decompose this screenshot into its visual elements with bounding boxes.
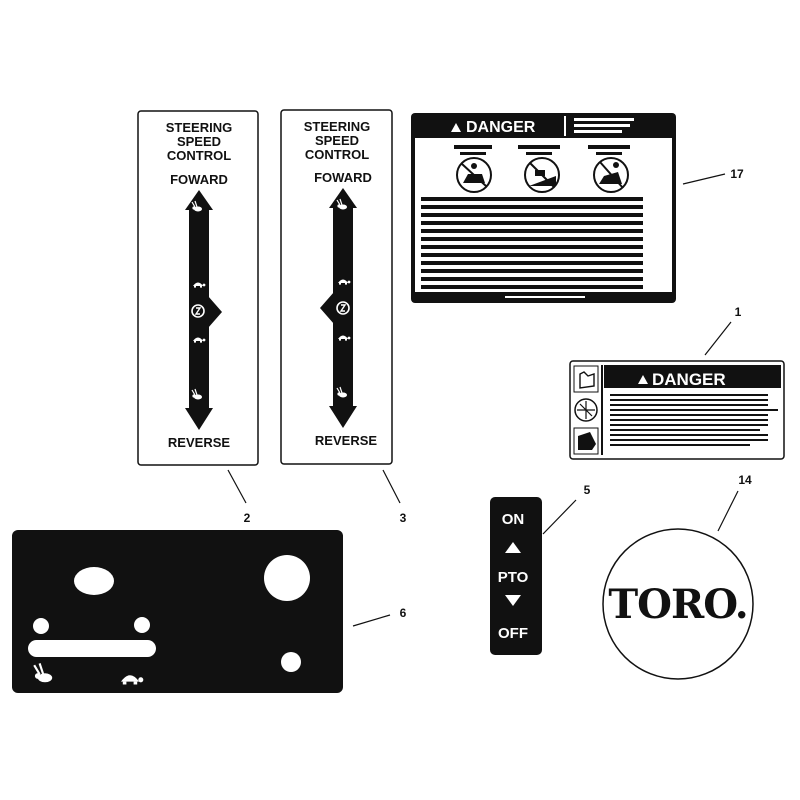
decal-17-danger-large: DANGER	[411, 113, 676, 303]
arrow-up-icon	[505, 542, 521, 553]
decal-3-steering-speed-control: STEERING SPEED CONTROL FOWARD REVERSE	[280, 109, 393, 465]
callout-5: 5	[584, 483, 591, 497]
decal-1-danger-small: DANGER	[569, 360, 785, 460]
decal-2-title-line-3: CONTROL	[167, 148, 231, 163]
no-slopes-icon	[524, 157, 560, 193]
callout-17: 17	[730, 167, 744, 181]
panel-hole	[281, 652, 301, 672]
panel-hole-large	[264, 555, 310, 601]
thrown-objects-icon	[593, 157, 629, 193]
decal-2-title-line-1: STEERING	[166, 120, 232, 135]
panel-throttle-slot	[28, 640, 156, 657]
panel-hole	[134, 617, 150, 633]
decal-1-warning-text-lines	[610, 394, 778, 446]
panel-hole	[33, 618, 49, 634]
decal-2-steering-speed-control: STEERING SPEED CONTROL FOWARD REVERSE	[137, 110, 259, 466]
decal-3-double-arrow	[320, 188, 357, 428]
decal-3-title-line-3: CONTROL	[305, 147, 369, 162]
decal-5-pto-label: PTO	[498, 569, 529, 586]
decal-17-header: DANGER	[466, 119, 536, 136]
no-riders-icon	[456, 157, 492, 193]
hand-icon	[573, 365, 599, 393]
foot-icon	[573, 427, 599, 455]
decal-3-forward-label: FOWARD	[314, 170, 372, 185]
callout-14: 14	[738, 473, 752, 487]
decal-5-off-label: OFF	[498, 625, 528, 642]
decal-14-toro-logo: TORO.	[602, 528, 754, 680]
decal-6-control-panel	[12, 530, 343, 693]
decal-1-header: DANGER	[652, 370, 726, 389]
blade-icon	[574, 398, 598, 422]
panel-slot	[74, 567, 114, 595]
decal-3-title-line-2: SPEED	[315, 133, 359, 148]
decal-5-pto: ON PTO OFF	[490, 497, 542, 655]
callout-3: 3	[400, 511, 407, 525]
decal-3-reverse-label: REVERSE	[315, 433, 377, 448]
callout-2: 2	[244, 511, 251, 525]
callout-1: 1	[735, 305, 742, 319]
decal-3-title-line-1: STEERING	[304, 119, 370, 134]
decal-2-title-line-2: SPEED	[177, 134, 221, 149]
warning-triangle-icon	[638, 375, 648, 384]
decal-2-reverse-label: REVERSE	[168, 435, 230, 450]
callout-6: 6	[400, 606, 407, 620]
toro-logo-text: TORO.	[608, 581, 747, 628]
decal-17-warning-text-lines	[421, 197, 643, 289]
arrow-down-icon	[505, 595, 521, 606]
warning-triangle-icon	[451, 123, 461, 132]
decal-2-forward-label: FOWARD	[170, 172, 228, 187]
decal-5-on-label: ON	[502, 511, 525, 528]
